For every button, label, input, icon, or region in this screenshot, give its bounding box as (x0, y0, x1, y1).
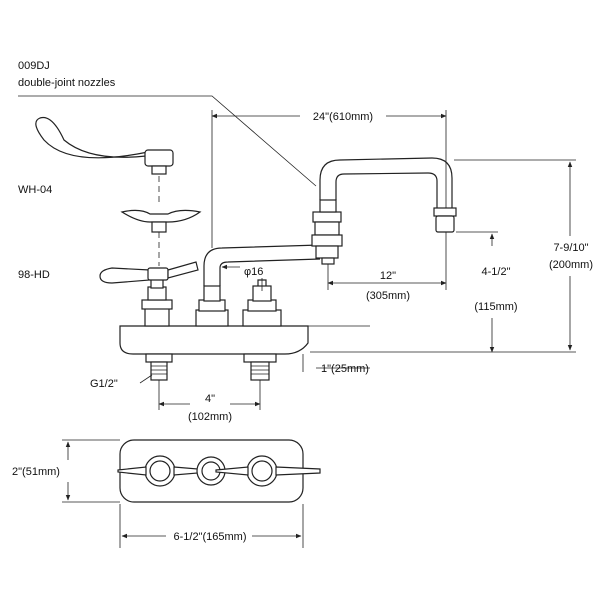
dim-text-center-mm: (102mm) (188, 411, 232, 423)
dim-nozzle-reach (327, 232, 447, 290)
label-thread: G1/2" (90, 378, 118, 390)
top-center-spout (196, 456, 226, 486)
dim-base-depth (62, 439, 120, 503)
dim-text-base-width: 6-1/2"(165mm) (174, 531, 247, 543)
double-joint-nozzle (319, 157, 457, 233)
right-valve (242, 278, 282, 327)
label-pipe-diameter: φ16 (244, 266, 263, 278)
dim-text-outlet-height-mm: (115mm) (474, 301, 517, 313)
swivel-joint (311, 199, 343, 265)
wrist-blade-handle-wh04 (35, 116, 174, 175)
label-model-desc: double-joint nozzles (18, 77, 116, 89)
left-valve (99, 261, 199, 327)
dim-spout-reach (211, 110, 447, 248)
dim-text-deck-thickness: 1"(25mm) (321, 363, 369, 375)
top-view (117, 439, 321, 503)
dim-total-height (310, 159, 576, 353)
dim-deck-thickness (302, 325, 370, 372)
dim-text-nozzle-reach-in: 12" (380, 270, 396, 282)
dim-text-spout-reach: 24"(610mm) (313, 111, 373, 123)
top-right-valve (215, 455, 321, 487)
dim-text-outlet-height-in: 4-1/2" (482, 266, 511, 278)
cross-handle (120, 209, 202, 233)
dim-text-base-depth: 2"(51mm) (12, 466, 60, 478)
label-handle-wh04: WH-04 (18, 184, 52, 196)
supply-shanks (145, 353, 277, 381)
lever-handle-98hd (99, 267, 151, 284)
side-view (99, 157, 457, 381)
center-spout (195, 244, 321, 327)
dim-base-width (119, 504, 304, 548)
dim-text-total-height-in: 7-9/10" (553, 242, 588, 254)
dim-outlet-height (456, 231, 498, 353)
dim-text-center-in: 4" (205, 393, 215, 405)
leader-009dj (18, 95, 317, 187)
dim-text-total-height-mm: (200mm) (549, 259, 593, 271)
deck-base-plate (119, 325, 309, 355)
leader-thread (139, 374, 153, 384)
dim-centers (158, 380, 261, 410)
label-handle-98hd: 98-HD (18, 269, 50, 281)
label-model-code: 009DJ (18, 60, 50, 72)
dim-text-nozzle-reach-mm: (305mm) (366, 290, 410, 302)
